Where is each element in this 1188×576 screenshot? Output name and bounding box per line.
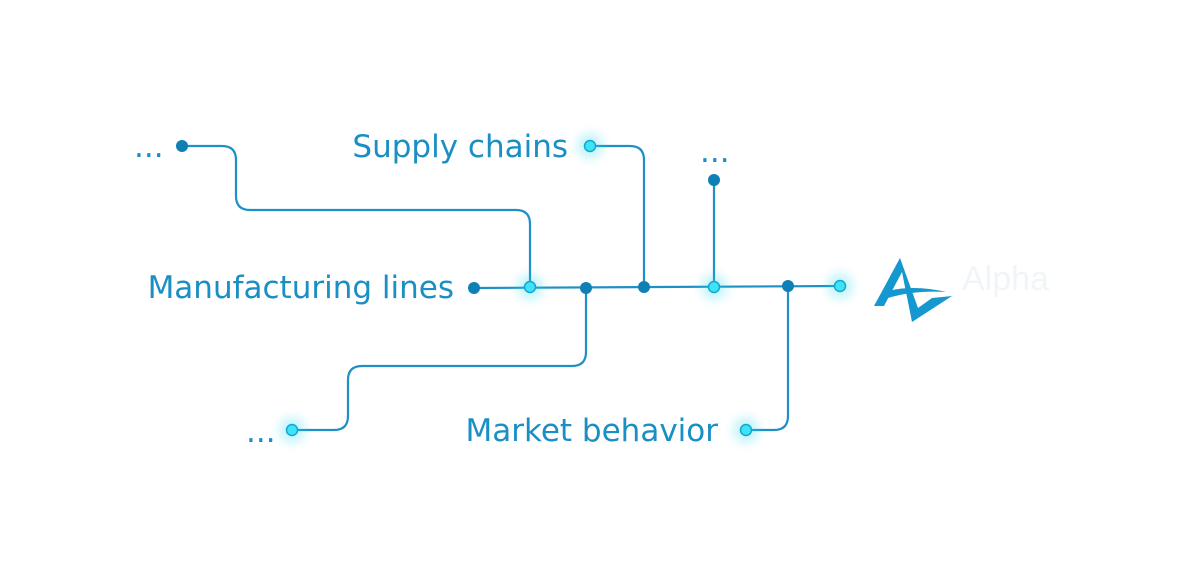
label-top-left-ellipsis: ... [134,129,164,165]
glow-node-merge-2 [701,274,727,300]
glow-node-merge-1 [517,274,543,300]
node-dot-junction-1 [580,282,592,294]
node-dot-manufacturing-start [468,282,480,294]
glow-node-bottom-left [279,417,305,443]
glow-node-market-behavior [733,417,759,443]
node-dot-junction-2 [638,281,650,293]
node-dot-top-mid [708,174,720,186]
logo-swoosh-icon [884,288,946,298]
logo-mark-icon [874,258,952,322]
label-top-mid-ellipsis: ... [700,134,730,170]
logo-wordmark: Alpha [962,260,1049,298]
glow-node-supply-chains [577,133,603,159]
connector-top-left [182,144,532,287]
glow-node-output [827,273,853,299]
connector-bottom-left [292,288,588,432]
label-market-behavior: Market behavior [466,413,719,449]
brand-logo: Alpha [874,258,1049,322]
connector-supply-chains [590,144,646,287]
node-dot-top-left [176,140,188,152]
node-dot-junction-3 [782,280,794,292]
label-manufacturing-lines: Manufacturing lines [148,270,454,306]
label-supply-chains: Supply chains [352,129,568,165]
label-bottom-left-ellipsis: ... [246,414,276,450]
connector-market-behavior [746,286,790,432]
